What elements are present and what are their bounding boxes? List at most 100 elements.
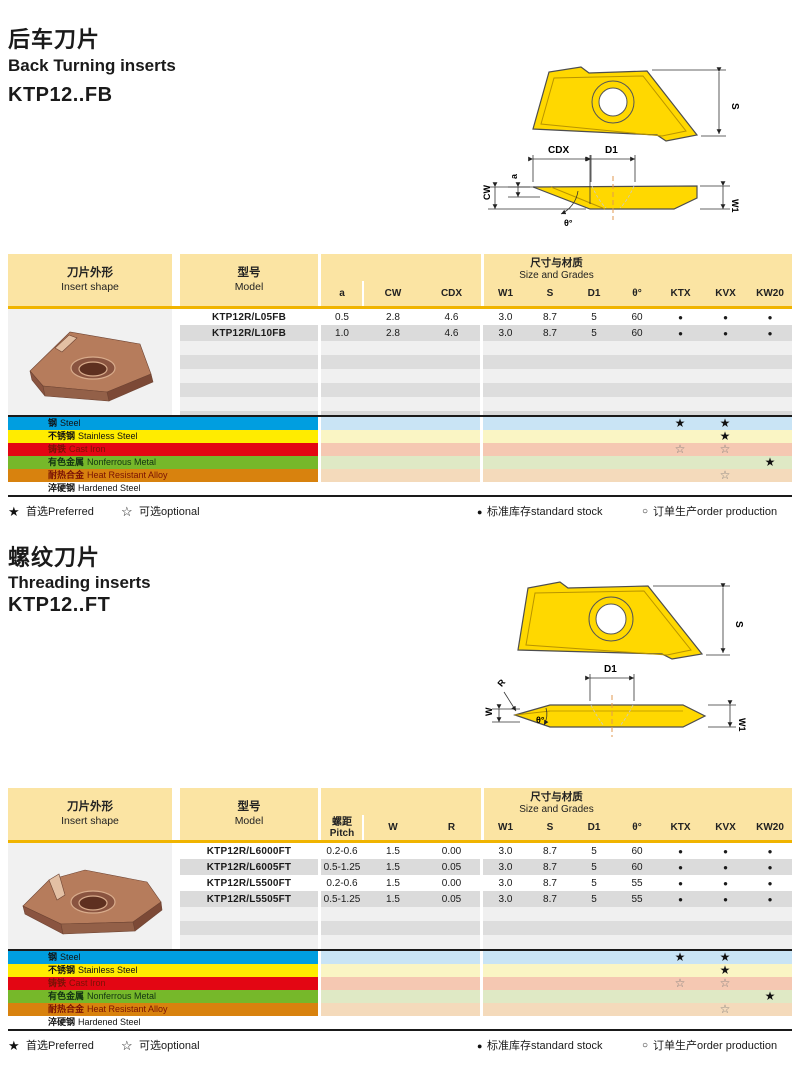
legend-order-dot-symbol: ○	[642, 506, 649, 517]
model-cell: KTP12R/L5500FT	[206, 877, 292, 889]
row-background	[321, 325, 480, 341]
column-header-CDX: CDX	[423, 281, 480, 306]
empty-row	[8, 411, 792, 415]
legend-order-dot-symbol: ○	[642, 1040, 649, 1051]
value-cell: 2.8	[386, 327, 400, 339]
value-cell: 60	[631, 845, 643, 857]
legend-row: ★首选Preferred☆可选optional●标准库存standard sto…	[8, 504, 792, 520]
material-tint	[321, 990, 480, 1003]
size-grades-header-en: Size and Grades	[519, 270, 594, 282]
material-name-en: Heat Resistant Alloy	[87, 470, 168, 480]
row-background	[483, 411, 792, 415]
preferred-star: ★	[719, 963, 731, 977]
value-cell: 0.05	[441, 861, 462, 873]
material-tint	[483, 1003, 792, 1016]
material-name-zh: 钢	[48, 418, 58, 428]
row-background	[180, 859, 318, 875]
value-cell: ●	[678, 878, 683, 888]
value-cell: 8.7	[543, 311, 557, 323]
value-cell: 3.0	[498, 893, 513, 905]
value-cell: ●	[723, 846, 728, 856]
value-cell: 3.0	[498, 311, 513, 323]
model-header-en: Model	[234, 814, 264, 827]
column-header-W1: W1	[483, 815, 528, 840]
value-cell: 55	[631, 893, 643, 905]
row-background	[180, 875, 318, 891]
row-background	[483, 891, 792, 907]
value-cell: ●	[723, 328, 728, 338]
preferred-star: ★	[719, 416, 731, 430]
value-cell: 3.0	[498, 327, 513, 339]
row-background	[483, 921, 792, 935]
dim-label-d1: D1	[605, 145, 618, 156]
value-cell: 3.0	[498, 861, 513, 873]
material-name-zh: 不锈钢	[48, 431, 76, 441]
row-background	[180, 309, 318, 325]
model-header-zh: 型号	[237, 801, 261, 814]
row-background	[321, 383, 480, 397]
value-cell: 0.2-0.6	[326, 845, 358, 857]
threading-insert-drawing: S D1 W R θ° W1	[484, 581, 747, 737]
material-name-zh: 耐热合金	[48, 1004, 85, 1014]
row-background	[180, 369, 318, 383]
material-name-zh: 有色金属	[48, 457, 85, 467]
section1-title-en: Back Turning inserts	[8, 56, 176, 75]
materials-top-rule	[8, 415, 792, 417]
value-cell: 2.8	[386, 311, 400, 323]
value-cell: 0.5	[335, 311, 349, 323]
row-background	[321, 843, 480, 859]
material-tint	[321, 1016, 480, 1029]
material-name-en: Steel	[60, 418, 81, 428]
value-cell: ●	[767, 312, 773, 322]
row-background	[483, 843, 792, 859]
column-header-line1: S	[546, 288, 554, 299]
empty-row	[8, 369, 792, 383]
legend-row: ★首选Preferred☆可选optional●标准库存standard sto…	[8, 1038, 792, 1054]
material-name-en: Heat Resistant Alloy	[87, 1004, 168, 1014]
value-cell: ●	[678, 862, 683, 872]
column-header-KVX: KVX	[703, 281, 748, 306]
legend-preferred-star-symbol: ★	[8, 504, 20, 519]
insert-shape-cell	[8, 309, 172, 415]
legend-order-label: 订单生产order production	[653, 1040, 778, 1052]
row-background	[321, 875, 480, 891]
section2-title-zh: 螺纹刀片	[8, 545, 101, 570]
value-cell: 5	[591, 311, 597, 323]
column-header-line1: S	[546, 822, 554, 833]
column-header-line1: D1	[587, 822, 601, 833]
material-tint	[483, 482, 792, 495]
header-gold-rule	[8, 840, 792, 843]
row-background	[483, 341, 792, 355]
empty-row	[8, 341, 792, 355]
value-cell: 0.2-0.6	[326, 877, 358, 889]
row-background	[483, 907, 792, 921]
row-background	[321, 369, 480, 383]
value-cell: ●	[767, 846, 773, 856]
value-cell: ●	[723, 312, 728, 322]
material-name-en: Steel	[60, 952, 81, 962]
preferred-star: ★	[719, 429, 731, 443]
preferred-star: ★	[674, 416, 686, 430]
material-tint	[321, 469, 480, 482]
row-background	[483, 935, 792, 949]
dim-label-w1-2: W1	[737, 718, 747, 732]
value-cell: 1.5	[386, 877, 400, 889]
column-header-line1: KVX	[715, 822, 736, 833]
column-header-line1: CDX	[440, 288, 463, 299]
